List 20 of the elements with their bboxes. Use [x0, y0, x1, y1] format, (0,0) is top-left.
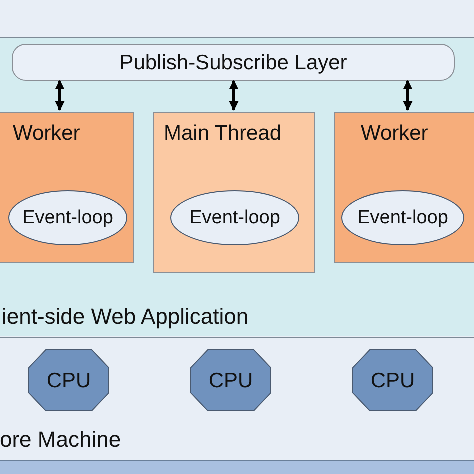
layer-label: Publish-Subscribe Layer [120, 52, 348, 73]
layer-box [12, 44, 455, 81]
band-label: ient-side Web Application [2, 306, 249, 328]
worker-label: Worker [13, 123, 80, 144]
cpu-label: CPU [46, 370, 92, 391]
thread-label: Main Thread [164, 123, 282, 144]
cpu-label: CPU [370, 370, 416, 391]
double-arrow [229, 80, 239, 111]
thread-box [153, 112, 315, 273]
double-arrow [403, 80, 413, 111]
worker-box [334, 112, 474, 263]
worker-label: Worker [361, 123, 428, 144]
application-band [0, 37, 474, 336]
ellipse-label: Event-loop [22, 208, 114, 228]
double-arrow [55, 80, 65, 111]
band-label: ore Machine [0, 429, 122, 451]
ellipse-label: Event-loop [358, 208, 448, 228]
worker-box [0, 112, 134, 263]
ellipse-label: Event-loop [190, 208, 280, 228]
cpu-label: CPU [208, 370, 254, 391]
